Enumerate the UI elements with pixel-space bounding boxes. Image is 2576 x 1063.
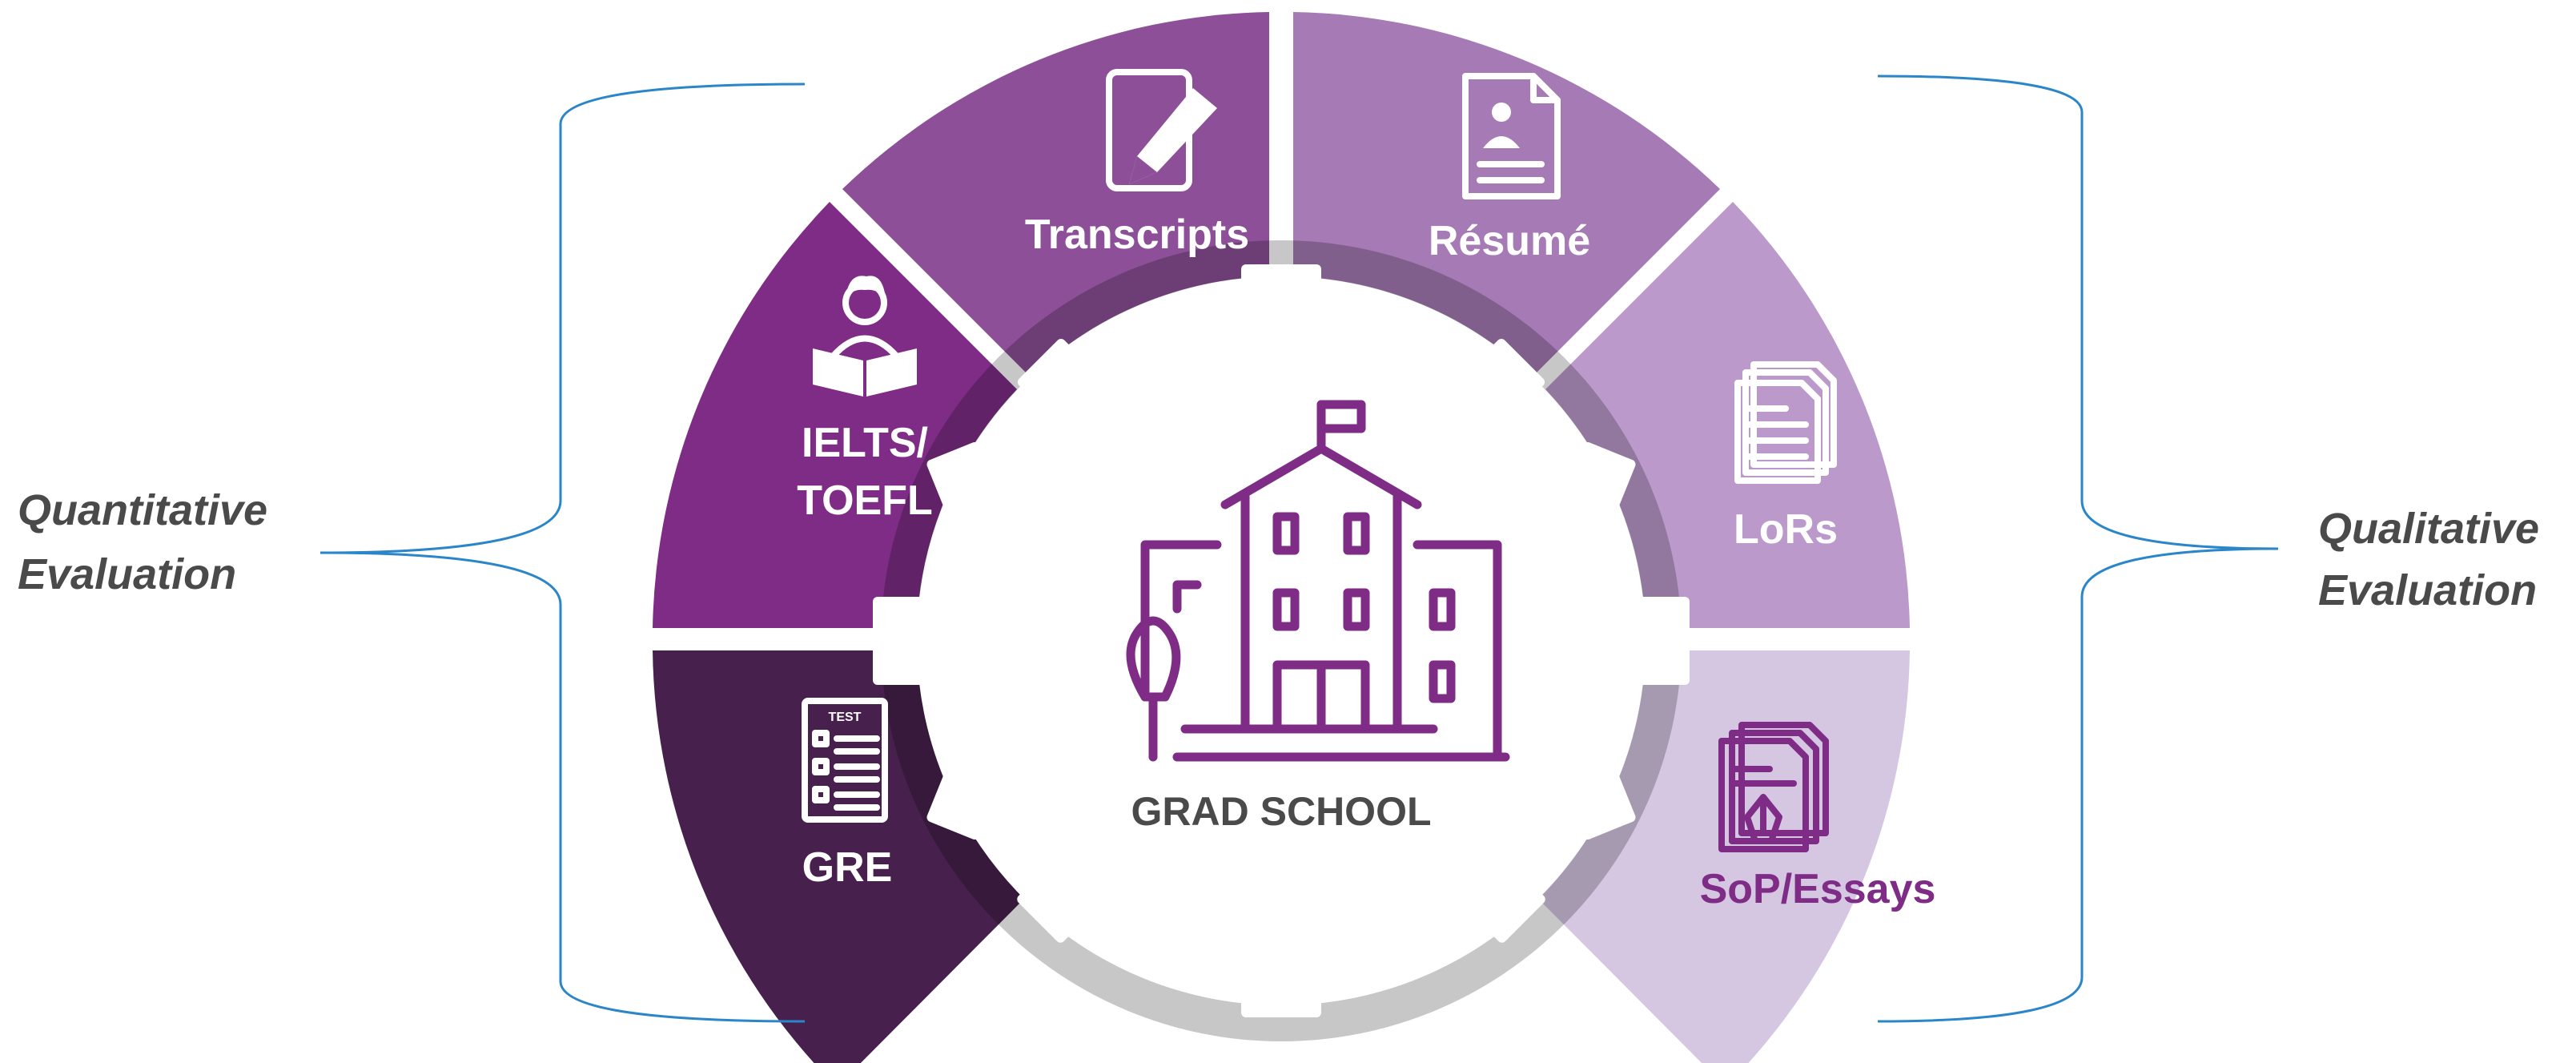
left-bracket — [319, 83, 806, 1023]
segment-transcripts — [842, 12, 1269, 376]
document-pen-icon — [1106, 69, 1217, 191]
left-group-label-line1: Quantitative — [18, 486, 267, 534]
segment-label-sop: SoP/Essays — [1700, 866, 1936, 912]
segment-label-ielts-line2: TOEFL — [797, 477, 932, 524]
segment-label-lors: LoRs — [1734, 506, 1838, 553]
segment-lors — [1545, 202, 1910, 628]
test-sheet-icon: TEST — [802, 698, 888, 823]
center-gear — [873, 264, 1690, 1017]
test-sheet-header: TEST — [829, 711, 862, 724]
school-building-icon — [1126, 400, 1510, 762]
right-group-label-line1: Qualitative — [2318, 505, 2539, 553]
segment-label-transcripts: Transcripts — [1025, 211, 1249, 258]
segment-gre — [653, 650, 1024, 1063]
segment-ielts-toefl — [653, 202, 1017, 628]
right-group-label-line2: Evaluation — [2318, 566, 2537, 614]
right-bracket — [1877, 74, 2279, 1023]
essay-pen-icon — [1718, 722, 1829, 852]
resume-icon — [1462, 73, 1561, 199]
segment-label-gre: GRE — [802, 844, 893, 891]
left-group-label-line2: Evaluation — [18, 550, 236, 598]
center-label: GRAD SCHOOL — [1131, 789, 1432, 834]
student-reading-icon — [813, 276, 917, 397]
segment-label-ielts-line1: IELTS/ — [802, 420, 928, 466]
letters-stack-icon — [1734, 361, 1837, 484]
segment-label-resume: Résumé — [1429, 218, 1590, 264]
